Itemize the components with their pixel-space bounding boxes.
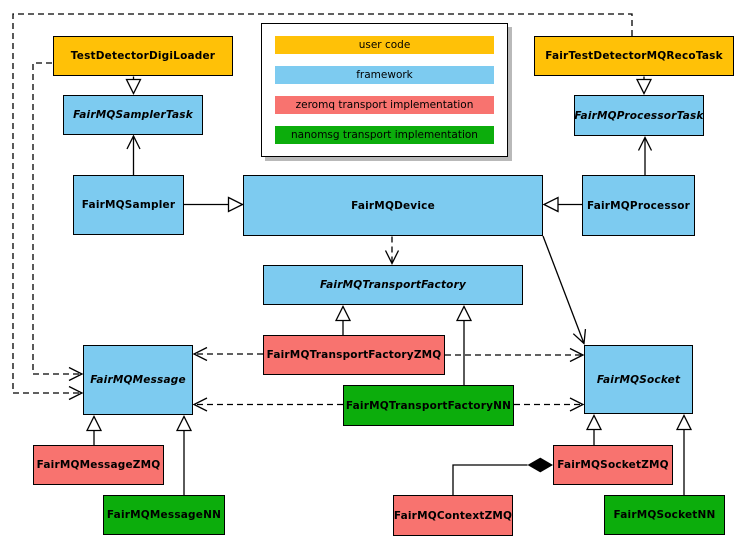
node-label: FairMQSocket — [596, 373, 681, 386]
node-label: FairMQTransportFactoryZMQ — [266, 349, 442, 361]
node-fairmq-socket: FairMQSocket — [584, 345, 693, 414]
composition-diamond — [527, 457, 553, 473]
legend-label: user code — [358, 39, 411, 51]
node-label: FairMQTransportFactory — [319, 279, 467, 291]
node-label: FairMQDevice — [351, 199, 435, 212]
node-fairmq-transport-factory: FairMQTransportFactory — [263, 265, 523, 305]
legend-item-nanomsg: nanomsg transport implementation — [275, 126, 494, 144]
node-label: FairMQSamplerTask — [73, 109, 193, 121]
node-label: FairMQProcessorTask — [574, 109, 704, 122]
legend-item-zeromq: zeromq transport implementation — [275, 96, 494, 114]
node-fairmq-socket-nn: FairMQSocketNN — [604, 495, 725, 535]
node-fairmq-transport-factory-nn: FairMQTransportFactoryNN — [343, 385, 514, 426]
node-label: FairMQMessageNN — [106, 509, 222, 521]
edge-association-device-socket — [542, 235, 587, 345]
node-fairmq-socket-zmq: FairMQSocketZMQ — [553, 445, 673, 485]
node-label: FairMQMessageZMQ — [36, 459, 161, 471]
node-label: FairTestDetectorMQRecoTask — [545, 50, 723, 62]
node-label: FairMQContextZMQ — [393, 509, 513, 522]
node-fairmq-message-nn: FairMQMessageNN — [103, 495, 225, 535]
node-fairmq-message-zmq: FairMQMessageZMQ — [33, 445, 164, 485]
node-fairmq-device: FairMQDevice — [243, 175, 543, 236]
legend-item-user-code: user code — [275, 36, 494, 54]
node-fairmq-sampler: FairMQSampler — [73, 175, 184, 235]
node-fairmq-processor-task: FairMQProcessorTask — [574, 95, 704, 136]
node-fairmq-sampler-task: FairMQSamplerTask — [63, 95, 203, 135]
node-label: FairMQSocketZMQ — [557, 459, 669, 471]
node-label: FairMQTransportFactoryNN — [345, 399, 512, 412]
legend-label: zeromq transport implementation — [295, 99, 474, 111]
node-fairmq-processor: FairMQProcessor — [582, 175, 695, 236]
node-test-detector-digi-loader: TestDetectorDigiLoader — [53, 36, 233, 76]
legend-label: nanomsg transport implementation — [291, 129, 478, 141]
node-label: FairMQProcessor — [586, 199, 691, 212]
edge-composition-socketzmq-contextzmq — [452, 464, 528, 495]
node-fairmq-transport-factory-zmq: FairMQTransportFactoryZMQ — [263, 335, 445, 375]
node-label: FairMQMessage — [90, 374, 186, 386]
node-fairmq-message: FairMQMessage — [83, 345, 193, 415]
legend-label: framework — [356, 69, 413, 81]
node-fairmq-context-zmq: FairMQContextZMQ — [393, 495, 513, 536]
node-label: TestDetectorDigiLoader — [70, 50, 216, 62]
legend-item-framework: framework — [275, 66, 494, 84]
node-fair-test-detector-mq-reco-task: FairTestDetectorMQRecoTask — [534, 36, 734, 76]
node-label: FairMQSampler — [81, 199, 176, 211]
node-label: FairMQSocketNN — [613, 509, 716, 521]
legend: user code framework zeromq transport imp… — [261, 23, 508, 157]
